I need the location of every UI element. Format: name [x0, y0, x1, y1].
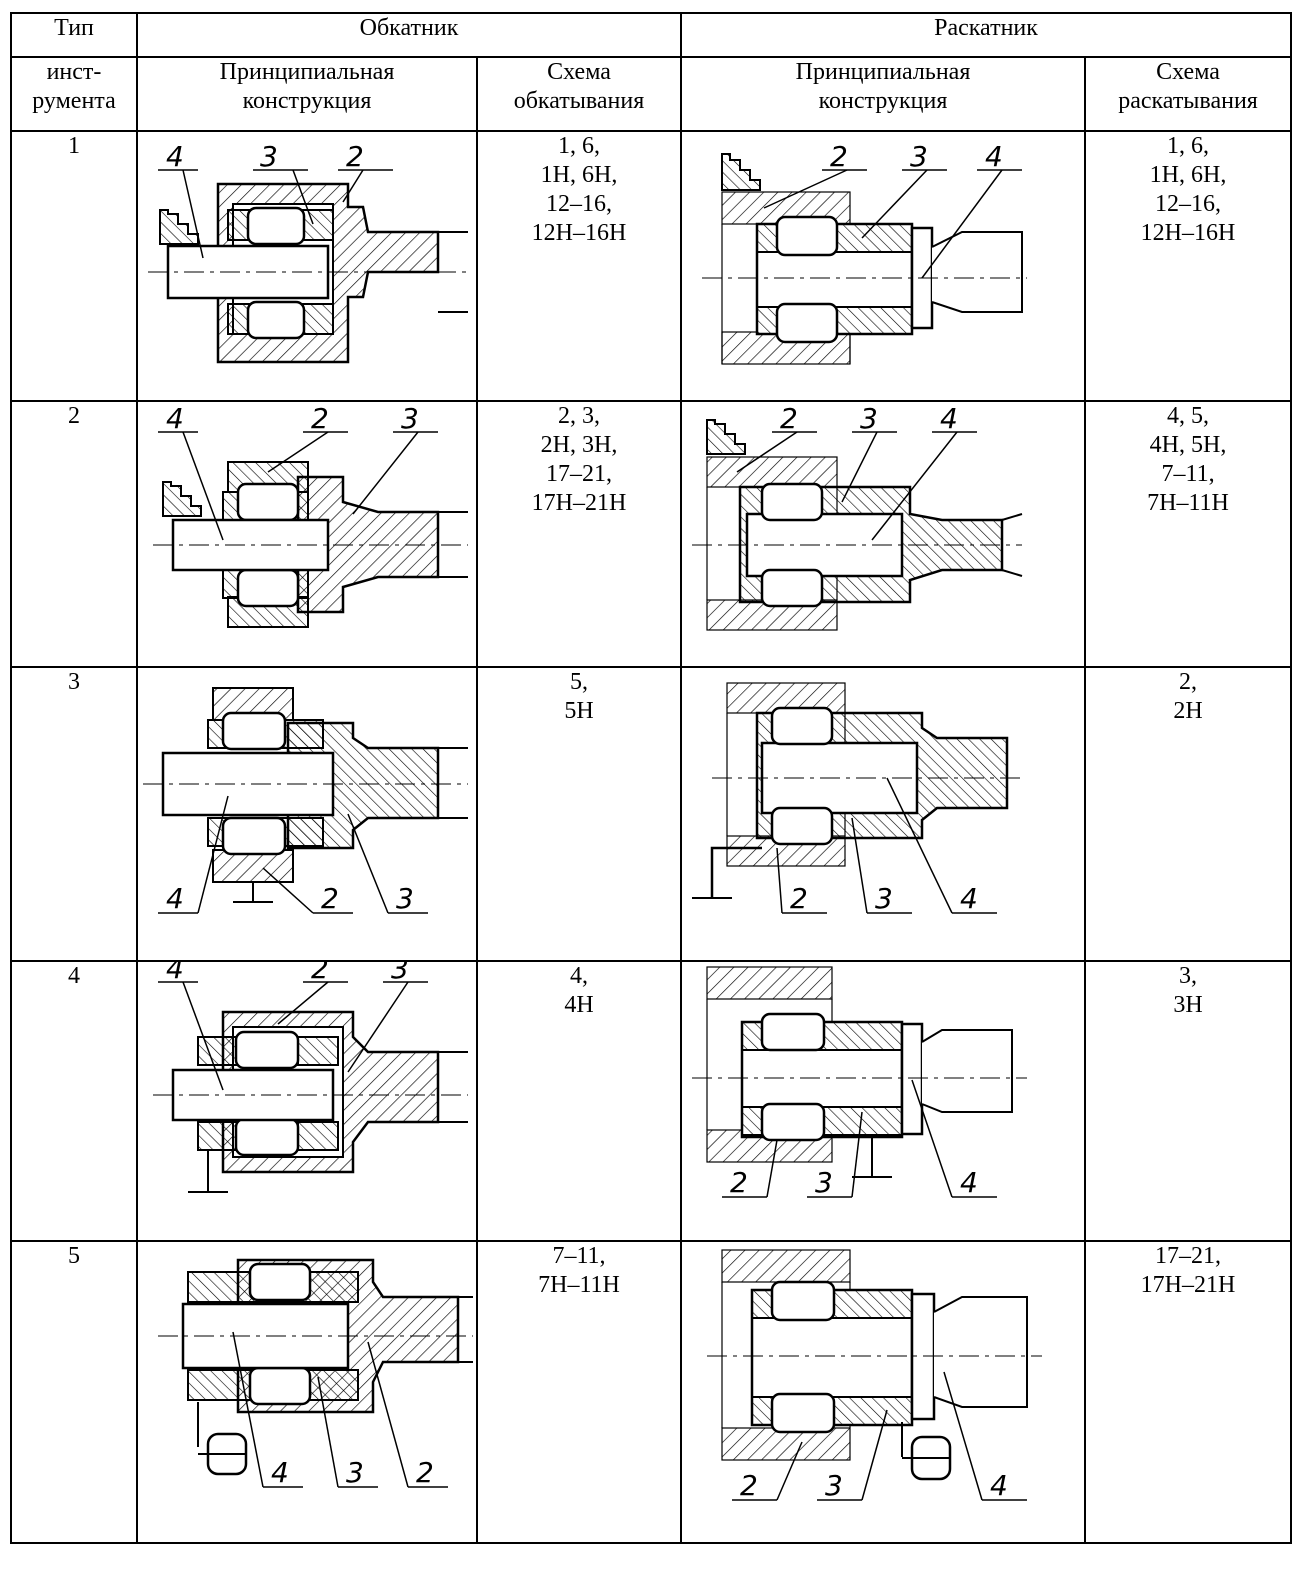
part-label: 2: [730, 1166, 748, 1199]
table-row: 4 4 2 3: [10, 960, 1293, 1242]
rask-scheme-1: 1, 6, 1Н, 6Н, 12–16, 12Н–16Н: [1083, 130, 1293, 402]
part-label: 2: [780, 402, 798, 435]
obk-scheme-5: 7–11, 7Н–11Н: [476, 1240, 682, 1544]
row-type: 4: [10, 960, 138, 1242]
part-label: 3: [346, 1456, 364, 1489]
expander-burnisher-drawing-icon: 2 3 4: [692, 682, 1022, 915]
rask-scheme-5: 17–21, 17Н–21Н: [1083, 1240, 1293, 1544]
obk-construction-5: 4 3 2: [136, 1240, 478, 1544]
rask-scheme-2: 4, 5, 4Н, 5Н, 7–11, 7Н–11Н: [1083, 400, 1293, 668]
part-label: 3: [396, 882, 414, 915]
obk-scheme-2: 2, 3, 2Н, 3Н, 17–21, 17Н–21Н: [476, 400, 682, 668]
tools-table: Тип Обкатник Раскатник инст- румента При…: [10, 12, 1293, 1544]
row-type: 3: [10, 666, 138, 962]
row-type: 2: [10, 400, 138, 668]
obk-scheme-1: 1, 6, 1Н, 6Н, 12–16, 12Н–16Н: [476, 130, 682, 402]
part-label: 3: [391, 962, 409, 985]
part-label: 3: [910, 140, 928, 173]
table-row: 2 4 2 3: [10, 400, 1293, 668]
part-label: 4: [940, 402, 958, 435]
part-label: 4: [166, 140, 184, 173]
rask-scheme-4: 3, 3Н: [1083, 960, 1293, 1242]
part-label: 3: [815, 1166, 833, 1199]
roller-burnisher-drawing-icon: 4 2 3: [143, 687, 468, 915]
roller-burnisher-drawing-icon: 4 2 3: [153, 402, 468, 628]
part-label: 3: [860, 402, 878, 435]
roller-burnisher-drawing-icon: 4 3 2: [148, 140, 468, 364]
header-obkatnik: Обкатник: [136, 12, 682, 58]
rask-construction-2: 2 3 4: [680, 400, 1086, 668]
obk-construction-1: 4 3 2: [136, 130, 478, 402]
expander-burnisher-drawing-icon: 2 3 4: [707, 1249, 1042, 1502]
part-label: 3: [875, 882, 893, 915]
table-row: 3 4 2 3: [10, 666, 1293, 962]
row-type: 5: [10, 1240, 138, 1544]
obk-scheme-3: 5, 5Н: [476, 666, 682, 962]
part-label: 4: [960, 1166, 978, 1199]
rask-construction-4: 2 3 4: [680, 960, 1086, 1242]
roller-burnisher-drawing-icon: 4 2 3: [153, 962, 468, 1193]
header-rask-scheme: Схема раскатывания: [1083, 56, 1293, 132]
header-type-sub: инст- румента: [10, 56, 138, 132]
part-label: 2: [790, 882, 808, 915]
expander-burnisher-drawing-icon: 2 3 4: [692, 402, 1023, 631]
expander-burnisher-drawing-icon: 2 3 4: [692, 966, 1027, 1199]
header-raskatnik: Раскатник: [679, 12, 1293, 58]
header-obk-construction: Принципиальная конструкция: [136, 56, 478, 132]
header-rask-construction: Принципиальная конструкция: [680, 56, 1086, 132]
part-label: 2: [311, 962, 329, 985]
part-label: 4: [271, 1456, 289, 1489]
part-label: 3: [260, 140, 278, 173]
table-row: 5 4 3 2: [10, 1240, 1293, 1544]
part-label: 2: [740, 1469, 758, 1502]
part-label: 4: [985, 140, 1003, 173]
part-label: 2: [321, 882, 339, 915]
part-label: 4: [166, 882, 184, 915]
obk-construction-3: 4 2 3: [136, 666, 478, 962]
part-label: 3: [401, 402, 419, 435]
rask-construction-3: 2 3 4: [680, 666, 1086, 962]
part-label: 2: [416, 1456, 434, 1489]
part-label: 2: [346, 140, 364, 173]
part-label: 2: [830, 140, 848, 173]
header-obk-scheme: Схема обкатывания: [476, 56, 682, 132]
obk-construction-4: 4 2 3: [136, 960, 478, 1242]
obk-scheme-4: 4, 4Н: [476, 960, 682, 1242]
obk-construction-2: 4 2 3: [136, 400, 478, 668]
rask-construction-5: 2 3 4: [680, 1240, 1086, 1544]
table-row: 1 4 3 2: [10, 130, 1293, 402]
part-label: 4: [166, 962, 184, 985]
part-label: 4: [990, 1469, 1008, 1502]
header-type: Тип: [10, 12, 138, 58]
part-label: 2: [311, 402, 329, 435]
part-label: 4: [166, 402, 184, 435]
expander-burnisher-drawing-icon: 2 3 4: [702, 140, 1027, 365]
part-label: 4: [960, 882, 978, 915]
row-type: 1: [10, 130, 138, 402]
rask-scheme-3: 2, 2Н: [1083, 666, 1293, 962]
part-label: 3: [825, 1469, 843, 1502]
rask-construction-1: 2 3 4: [680, 130, 1086, 402]
roller-burnisher-drawing-icon: 4 3 2: [158, 1258, 473, 1489]
